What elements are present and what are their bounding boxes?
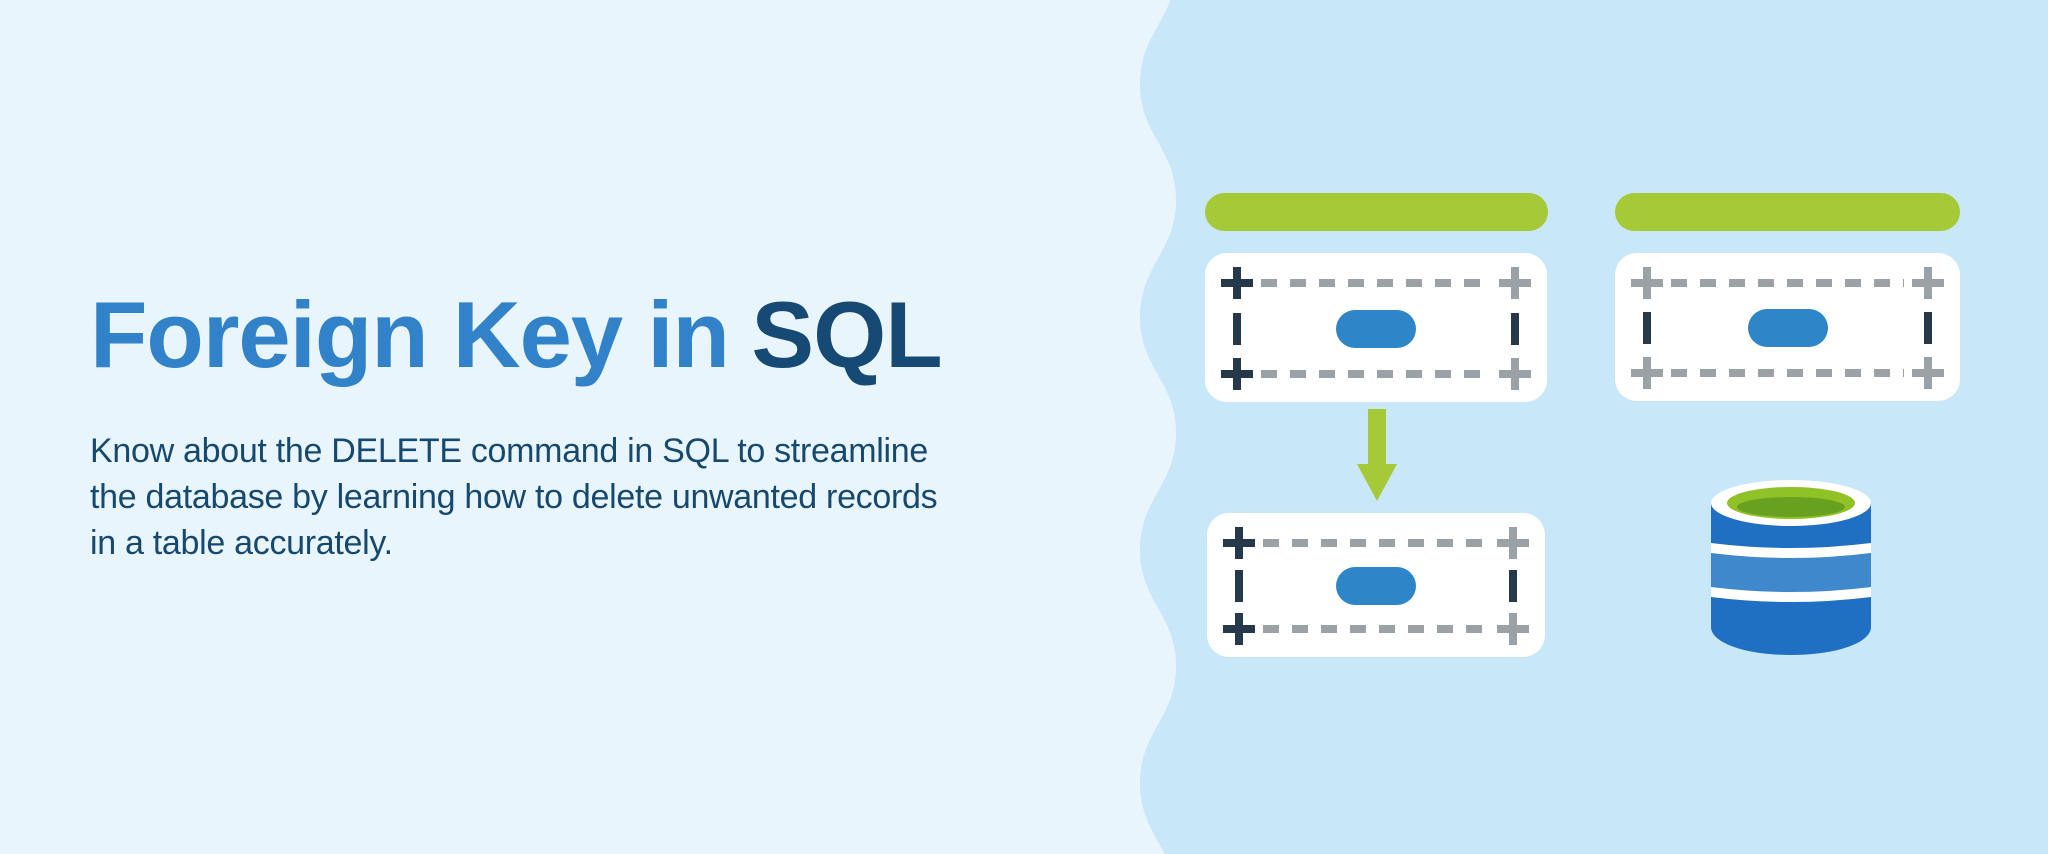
wave-divider (1140, 0, 2048, 854)
corner-plus-icon (1912, 267, 1944, 299)
table-card-icon (1207, 513, 1545, 657)
row-boundary-bottom (1221, 358, 1531, 390)
record-row (1631, 309, 1944, 347)
page-description: Know about the DELETE command in SQL to … (90, 428, 938, 566)
corner-plus-icon (1221, 358, 1253, 390)
column-tick-icon (1233, 312, 1241, 345)
row-boundary-top (1223, 527, 1529, 559)
corner-plus-icon (1499, 267, 1531, 299)
row-boundary-bottom (1223, 613, 1529, 645)
dashed-line (1671, 369, 1904, 377)
corner-plus-icon (1497, 527, 1529, 559)
row-boundary-top (1221, 267, 1531, 299)
corner-plus-icon (1631, 267, 1663, 299)
record-pill (1336, 309, 1416, 348)
dashed-line (1263, 539, 1489, 547)
corner-plus-icon (1912, 357, 1944, 389)
corner-plus-icon (1223, 613, 1255, 645)
database-icon (1711, 480, 1871, 655)
record-pill (1336, 567, 1416, 605)
dashed-line (1261, 279, 1491, 287)
corner-plus-icon (1221, 267, 1253, 299)
row-boundary-top (1631, 267, 1944, 299)
row-boundary-bottom (1631, 357, 1944, 389)
corner-plus-icon (1631, 357, 1663, 389)
corner-plus-icon (1497, 613, 1529, 645)
record-row (1221, 309, 1531, 348)
description-line: the database by learning how to delete u… (90, 478, 938, 516)
column-tick-icon (1511, 312, 1519, 345)
dashed-line (1263, 625, 1489, 633)
title-primary: Foreign Key in (90, 282, 730, 387)
down-arrow-icon (1357, 409, 1397, 501)
dashed-line (1671, 279, 1904, 287)
description-line: in a table accurately. (90, 524, 393, 562)
table-header-bar (1205, 193, 1548, 231)
column-tick-icon (1509, 570, 1517, 602)
description-line: Know about the DELETE command in SQL to … (90, 432, 928, 470)
column-tick-icon (1643, 312, 1651, 344)
title-accent: SQL (751, 282, 942, 387)
table-header-bar (1615, 193, 1960, 231)
record-pill (1747, 309, 1828, 347)
dashed-line (1261, 370, 1491, 378)
corner-plus-icon (1223, 527, 1255, 559)
record-row (1223, 567, 1529, 605)
column-tick-icon (1924, 312, 1932, 344)
corner-plus-icon (1499, 358, 1531, 390)
table-card-icon (1615, 253, 1960, 401)
column-tick-icon (1235, 570, 1243, 602)
table-card-icon (1205, 253, 1547, 402)
